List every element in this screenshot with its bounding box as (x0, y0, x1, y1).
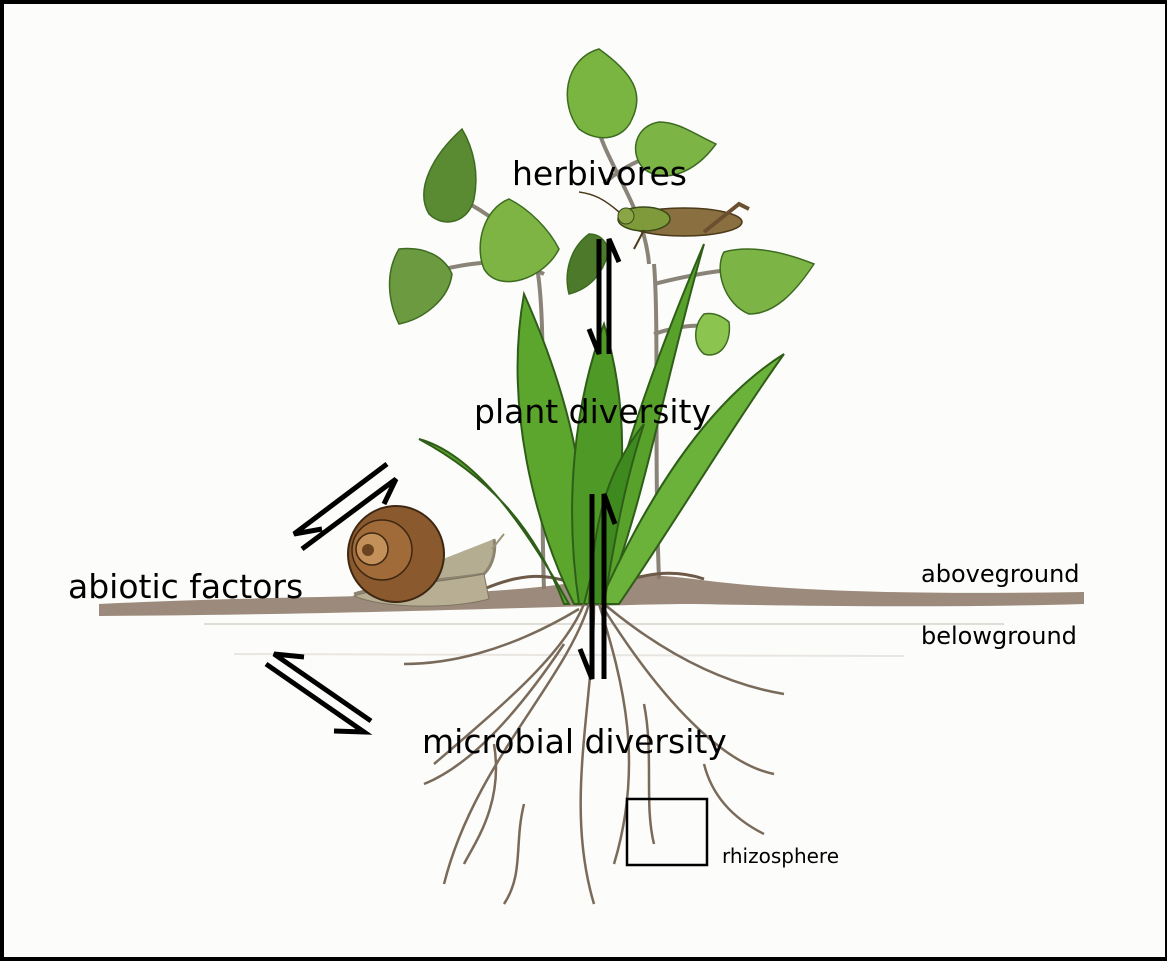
label-belowground: belowground (921, 622, 1077, 650)
label-plant-diversity: plant diversity (474, 392, 711, 431)
heart-leaves (390, 49, 814, 355)
label-microbial-diversity: microbial diversity (422, 722, 727, 761)
arrow-abiotic-microbial (266, 654, 371, 732)
ecosystem-illustration (4, 4, 1167, 961)
snail-illustration (348, 506, 504, 606)
label-herbivores: herbivores (512, 154, 687, 193)
label-abiotic-factors: abiotic factors (68, 567, 303, 606)
rhizosphere-box (627, 799, 707, 865)
label-aboveground: aboveground (921, 560, 1080, 588)
label-rhizosphere: rhizosphere (722, 844, 839, 868)
